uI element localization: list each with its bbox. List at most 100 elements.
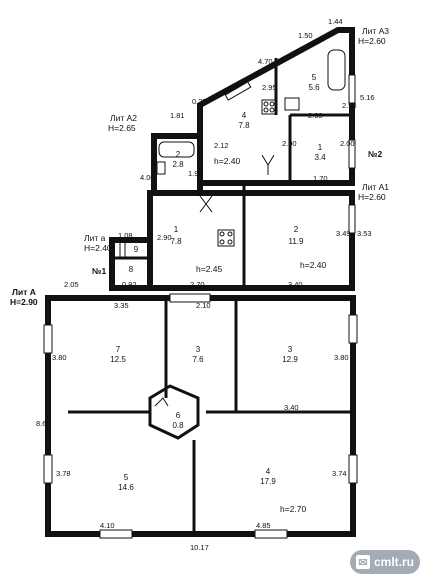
- ceiling-height: h=2.70: [280, 504, 307, 514]
- ceiling-height: h=2.45: [196, 264, 223, 274]
- door-swing: [199, 195, 213, 213]
- main-outline: [45, 295, 356, 537]
- window: [348, 204, 356, 234]
- burner: [227, 231, 233, 237]
- lit-a1-name: Лит А1: [362, 182, 389, 192]
- dimension: 0.92: [122, 280, 137, 289]
- dimension: 3.35: [114, 301, 129, 310]
- room-labels: 1 7.8 2 11.9 2 2.8 4 7.8 5 5.6 1 3.4 8 9…: [110, 73, 326, 492]
- burner: [219, 231, 225, 237]
- dimension: 2.00: [340, 139, 355, 148]
- dimension: 3.53: [357, 229, 372, 238]
- dimension: 2.05: [64, 280, 79, 289]
- window: [43, 324, 53, 354]
- dimension: 10.17: [190, 543, 209, 552]
- dimension: 3.40: [288, 280, 303, 289]
- entrance-2: №2: [368, 149, 382, 159]
- dimension: 3.74: [332, 469, 347, 478]
- entrance-1: №1: [92, 266, 106, 276]
- room-area: 11.9: [289, 237, 305, 246]
- lit-a1-height: H=2.60: [358, 192, 386, 202]
- room-number: 5: [312, 73, 317, 82]
- stove-icon: [261, 99, 277, 115]
- watermark: ✉ cmlt.ru: [350, 550, 420, 574]
- dimension: 0.27: [192, 97, 207, 106]
- room-area: 7.6: [192, 355, 204, 364]
- room-number: 3: [196, 345, 201, 354]
- room-number: 1: [174, 225, 179, 234]
- dimension-labels: 1.44 4.70 1.50 2.95 2.93 5.16 0.27 1.81 …: [36, 17, 375, 552]
- burner: [263, 101, 269, 107]
- lit-a-small-height: H=2.40: [84, 243, 112, 253]
- lit-a-main-name: Лит А: [12, 287, 36, 297]
- room-area: 5.6: [308, 83, 320, 92]
- ceiling-height: h=2.40: [214, 156, 241, 166]
- middle-block: [147, 183, 356, 291]
- room-number: 3: [288, 345, 293, 354]
- window: [99, 529, 133, 539]
- dimension: 2.90: [157, 233, 172, 242]
- dimension: 3.80: [52, 353, 67, 362]
- stair-icon: [261, 154, 275, 166]
- room-number: 1: [318, 143, 323, 152]
- dimension: 2.10: [196, 301, 211, 310]
- room-area: 7.8: [238, 121, 250, 130]
- room-area: 17.9: [260, 477, 276, 486]
- dimension: 3.78: [56, 469, 71, 478]
- room-area: 14.6: [118, 483, 134, 492]
- dimension: 2.08: [308, 111, 323, 120]
- dimension: 4.10: [100, 521, 115, 530]
- window: [169, 293, 211, 303]
- room-number: 5: [124, 473, 129, 482]
- annex-a-small: [109, 237, 153, 291]
- dimension: 2.93: [342, 101, 357, 110]
- room-number: 7: [116, 345, 121, 354]
- bathtub-icon: [158, 141, 195, 158]
- room-number: 9: [134, 245, 139, 254]
- dimension: 4.85: [256, 521, 271, 530]
- room-number: 4: [266, 467, 271, 476]
- sink-icon: [284, 97, 300, 111]
- lit-a3-height: H=2.60: [358, 36, 386, 46]
- dimension: 3.49: [336, 229, 351, 238]
- dimension: 4.00: [140, 173, 155, 182]
- room-number: 8: [129, 265, 134, 274]
- stove-icon: [217, 229, 235, 247]
- window: [348, 74, 356, 104]
- dimension: 1.50: [298, 31, 313, 40]
- room-area: 12.5: [110, 355, 126, 364]
- dimension: 1.08: [118, 231, 133, 240]
- room-area: 3.4: [314, 153, 326, 162]
- burner: [219, 239, 225, 245]
- dimension: 2.95: [262, 83, 277, 92]
- burner: [263, 107, 269, 113]
- dimension: 1.70: [313, 174, 328, 183]
- fixture-icon: [156, 161, 166, 175]
- burner: [269, 101, 275, 107]
- bathtub-icon: [327, 49, 346, 91]
- dimension: 1.81: [170, 111, 185, 120]
- window: [348, 454, 358, 484]
- dimension: 3.80: [334, 353, 349, 362]
- lit-a3-name: Лит А3: [362, 26, 389, 36]
- main-house: [43, 293, 358, 539]
- window: [348, 139, 356, 169]
- ceiling-height: h=2.40: [300, 260, 327, 270]
- room-number: 2: [176, 150, 181, 159]
- room-number: 4: [242, 111, 247, 120]
- dimension: 2.12: [214, 141, 229, 150]
- room-area: 2.8: [172, 160, 184, 169]
- block-labels: Лит А3 H=2.60 Лит А2 H=2.65 Лит А1 H=2.6…: [10, 26, 389, 307]
- window: [254, 529, 288, 539]
- room-area: 0.8: [172, 421, 184, 430]
- dimension: 5.16: [360, 93, 375, 102]
- porch-outline: [109, 237, 153, 291]
- lit-a-small-name: Лит а: [84, 233, 106, 243]
- window: [43, 454, 53, 484]
- dimension: 2.70: [190, 280, 205, 289]
- dimension: 4.70: [258, 57, 273, 66]
- ceiling-heights: h=2.40 h=2.45 h=2.40 h=2.70: [196, 156, 327, 514]
- dimension: 3.40: [284, 403, 299, 412]
- dimension: 1.90: [188, 169, 203, 178]
